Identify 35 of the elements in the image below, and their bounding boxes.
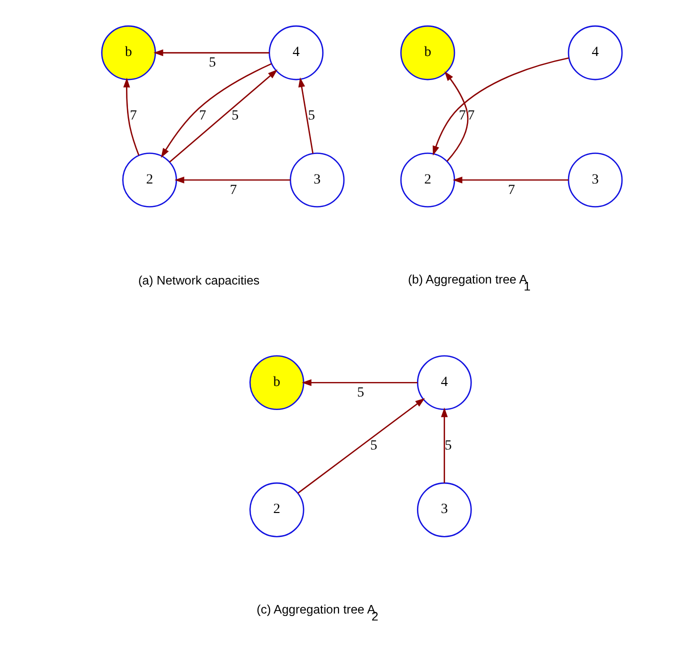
edge-label: 7 [230,182,237,198]
node-circle: 2 [249,482,304,538]
arrow [441,407,448,483]
node-circle: b [249,355,304,410]
edge-label: 5 [232,108,239,124]
node-circle: 4 [568,25,623,80]
arrow [160,63,272,158]
arrow [123,78,140,156]
node-circle: 3 [568,152,623,208]
arrow [444,71,468,162]
edge-label: 7 [199,108,206,124]
edge-label: 7 [468,108,475,124]
arrow [169,70,278,162]
edge-label: 5 [444,438,452,454]
label: (a) Network capacities [138,274,260,288]
node-circle: 3 [416,482,472,538]
arrow [298,398,425,494]
node-circle: 2 [122,152,178,208]
edge-label: 5 [357,384,364,401]
node-circle: 3 [290,152,345,208]
edge-label: 5 [208,54,216,71]
arrow [302,379,418,386]
edge-label: 7 [130,108,137,124]
node-circle: 2 [400,152,456,208]
arrow [174,176,290,184]
node-circle: b [101,25,156,80]
edge-label: 7 [458,108,466,124]
edge-label: 7 [508,182,515,198]
edge-label: 5 [370,438,378,454]
arrow [298,77,314,154]
arrow [432,57,569,156]
arrow [154,49,270,56]
node-circle: 4 [416,355,472,410]
edge-label: 5 [308,108,315,124]
arrow [452,176,568,184]
